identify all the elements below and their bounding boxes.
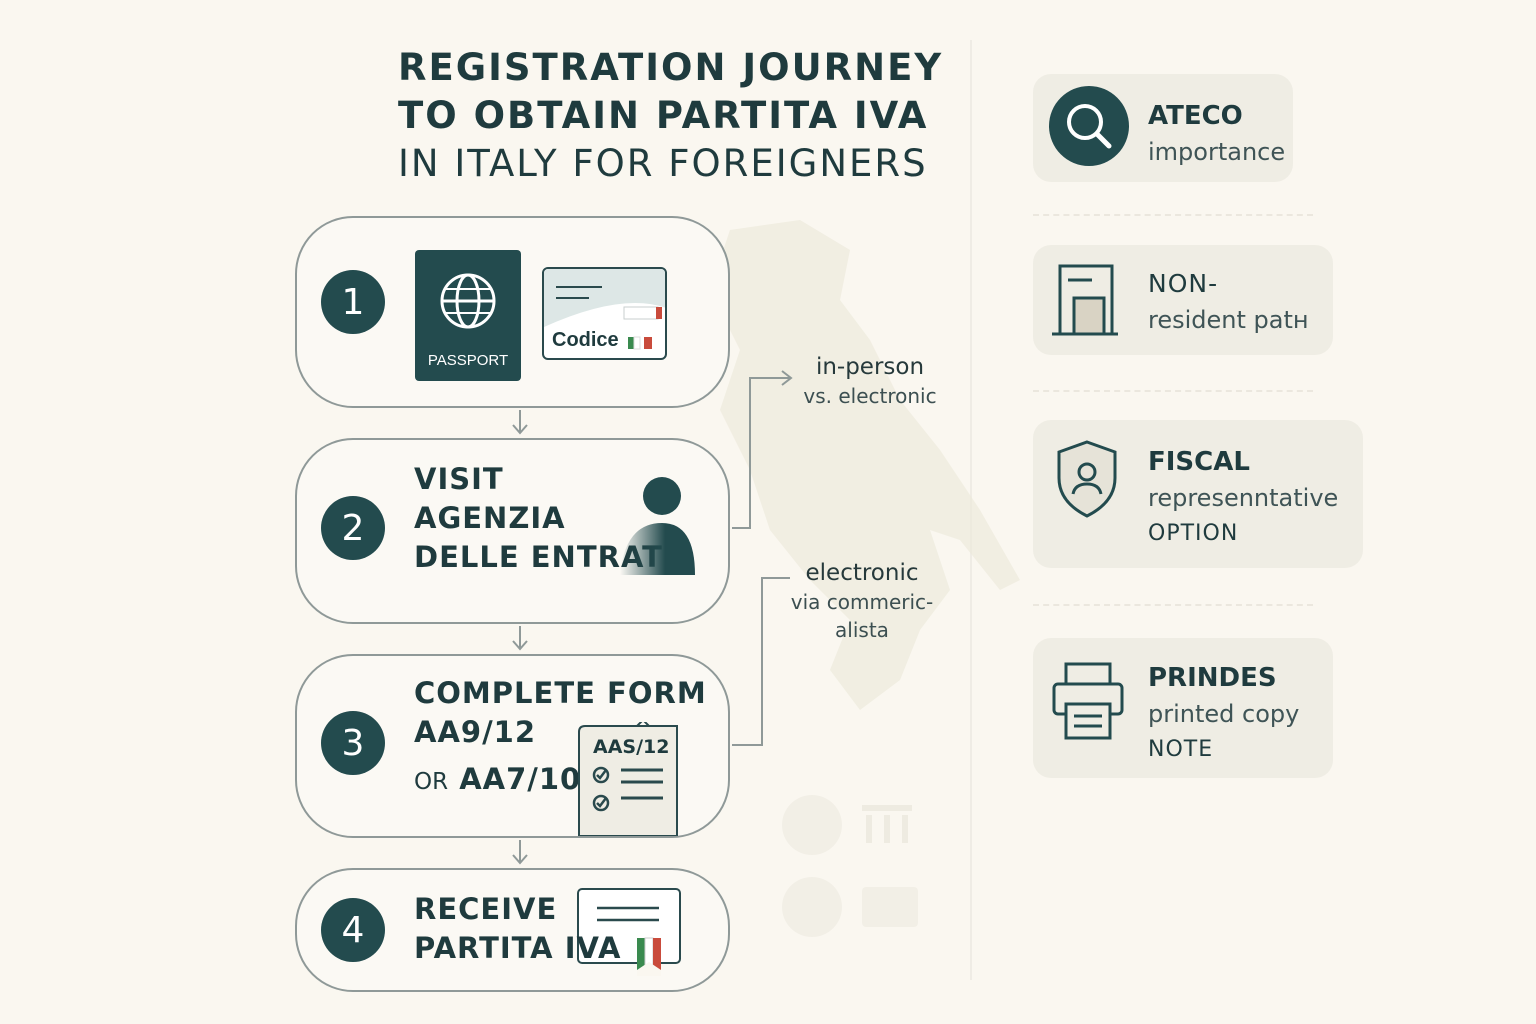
arrow-down-icon [512, 626, 528, 651]
separator [1033, 604, 1313, 606]
building-icon [1052, 264, 1118, 336]
panel-3-caps: OPTION [1148, 521, 1239, 546]
panel-4-caps: NOTE [1148, 737, 1214, 762]
step-3-line-1: COMPLETE FORM [414, 676, 707, 710]
codice-card-icon: Codice [542, 267, 667, 360]
panel-ateco-text: ATECO importance [1148, 98, 1285, 170]
separator [1033, 390, 1313, 392]
panel-2-sub: resident patʜ [1148, 306, 1309, 334]
card-graphic [544, 269, 665, 350]
form-document-icon: AAS/12 [577, 722, 680, 836]
codice-label: Codice [552, 329, 619, 351]
title-line-3: IN ITALY FOR FOREIGNERS [398, 142, 928, 185]
step-1-badge: 1 [321, 270, 385, 334]
panel-non-resident-text: NON- resident patʜ [1148, 266, 1309, 338]
arrow-down-icon [512, 410, 528, 435]
panel-4-sub: printed copy [1148, 700, 1300, 728]
printer-icon [1052, 662, 1124, 740]
separator [1033, 214, 1313, 216]
magnifier-graphic [1067, 104, 1112, 149]
step-4-line-2: PARTITA IVA [414, 931, 622, 965]
panel-1-title: ATECO [1148, 101, 1243, 131]
person-icon [620, 477, 695, 575]
form-doc-label: AAS/12 [593, 736, 670, 758]
step-3-line-3: AA7/10 [459, 762, 582, 796]
passport-icon: PASSPORT [415, 250, 521, 381]
shield-user-icon [1057, 440, 1117, 518]
certificate-icon [577, 888, 681, 976]
panel-3-title: FISCAL [1148, 447, 1250, 477]
note-2-sub-1: via commeric- [790, 590, 934, 614]
step-4-badge: 4 [321, 898, 385, 962]
globe-icon [440, 273, 496, 329]
title-line-1: REGISTRATION JOURNEY [398, 46, 944, 89]
step-3-line-2: AA9/12 [414, 715, 537, 749]
step-4-line-1: RECEIVE [414, 892, 558, 926]
step-3-or: OR [414, 769, 449, 795]
note-2-main: electronic [805, 560, 919, 586]
panel-4-title: PRINDES [1148, 663, 1277, 693]
title-line-2: TO OBTAIN PARTITA IVA [398, 94, 929, 137]
panel-fiscal-text: FISCAL represenntative OPTION [1148, 444, 1338, 552]
note-electronic: electronic via commeric- alista [782, 560, 942, 642]
note-1-main: in-person [815, 354, 925, 380]
step-3-text: COMPLETE FORM AA9/12 OR AA7/10 [414, 674, 707, 802]
panel-2-title: NON- [1148, 269, 1219, 298]
panel-1-sub: importance [1148, 138, 1286, 166]
page-title: REGISTRATION JOURNEY TO OBTAIN PARTITA I… [398, 44, 958, 188]
step-4-text: RECEIVE PARTITA IVA [414, 890, 621, 968]
document-graphic [578, 722, 678, 836]
panel-printed-text: PRINDES printed copy NOTE [1148, 660, 1299, 768]
connector-lines [732, 370, 793, 746]
magnifier-icon [1049, 86, 1129, 166]
note-2-sub-2: alista [835, 618, 889, 642]
step-2-text: VISIT AGENZIA DELLE ENTRATE [414, 460, 684, 577]
faint-background-icons [782, 795, 918, 937]
note-1-sub: vs. electronic [803, 384, 937, 408]
note-in-person: in-person vs. electronic [790, 354, 950, 408]
step-3-badge: 3 [321, 711, 385, 775]
arrow-down-icon [512, 840, 528, 865]
passport-label: PASSPORT [427, 352, 509, 369]
step-2-line-1: VISIT [414, 462, 504, 496]
step-2-line-2: AGENZIA [414, 501, 566, 535]
step-2-badge: 2 [321, 496, 385, 560]
panel-3-sub: represenntative [1148, 484, 1339, 512]
